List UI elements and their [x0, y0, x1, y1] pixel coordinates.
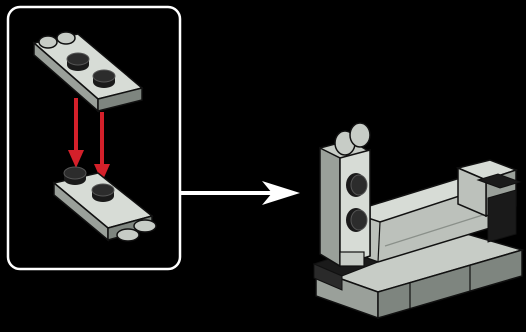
stud-icon — [64, 167, 86, 185]
assembly-model — [314, 123, 522, 318]
stud-icon — [92, 184, 114, 202]
stud-icon — [93, 70, 115, 88]
stud-icon — [67, 53, 89, 71]
arrow-right-icon — [181, 181, 300, 205]
stud-icon — [346, 173, 367, 197]
stud-icon — [346, 208, 367, 232]
